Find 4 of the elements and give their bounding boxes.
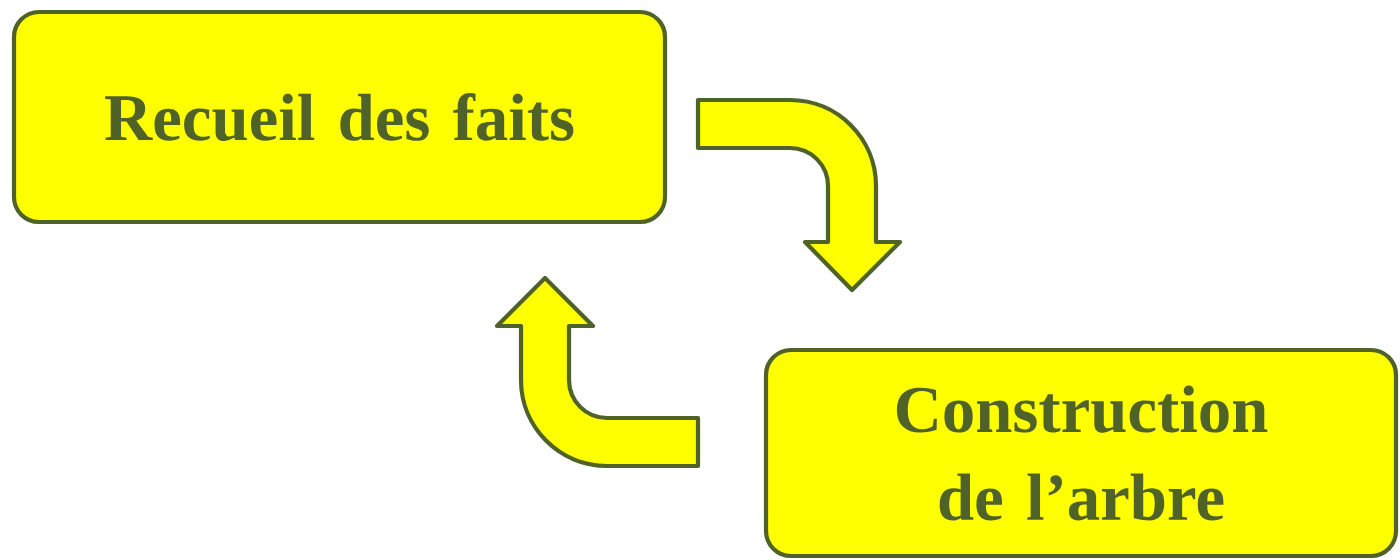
bent-arrow (695, 97, 903, 293)
bent-arrow (494, 275, 701, 469)
process-box: Construction de l’arbre (763, 347, 1399, 559)
process-box: Recueil des faits (11, 9, 668, 225)
